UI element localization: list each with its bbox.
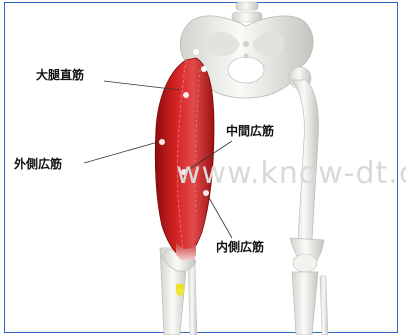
label-vastus-medialis: 内側広筋 — [216, 240, 264, 254]
femur-right-icon — [289, 67, 328, 335]
label-vastus-lateralis: 外側広筋 — [14, 157, 62, 171]
label-vastus-intermedius: 中間広筋 — [226, 124, 274, 138]
label-rectus-femoris: 大腿直筋 — [36, 68, 84, 82]
watermark-text: www.know-dt.com — [176, 156, 406, 191]
spine-icon — [232, 2, 262, 22]
